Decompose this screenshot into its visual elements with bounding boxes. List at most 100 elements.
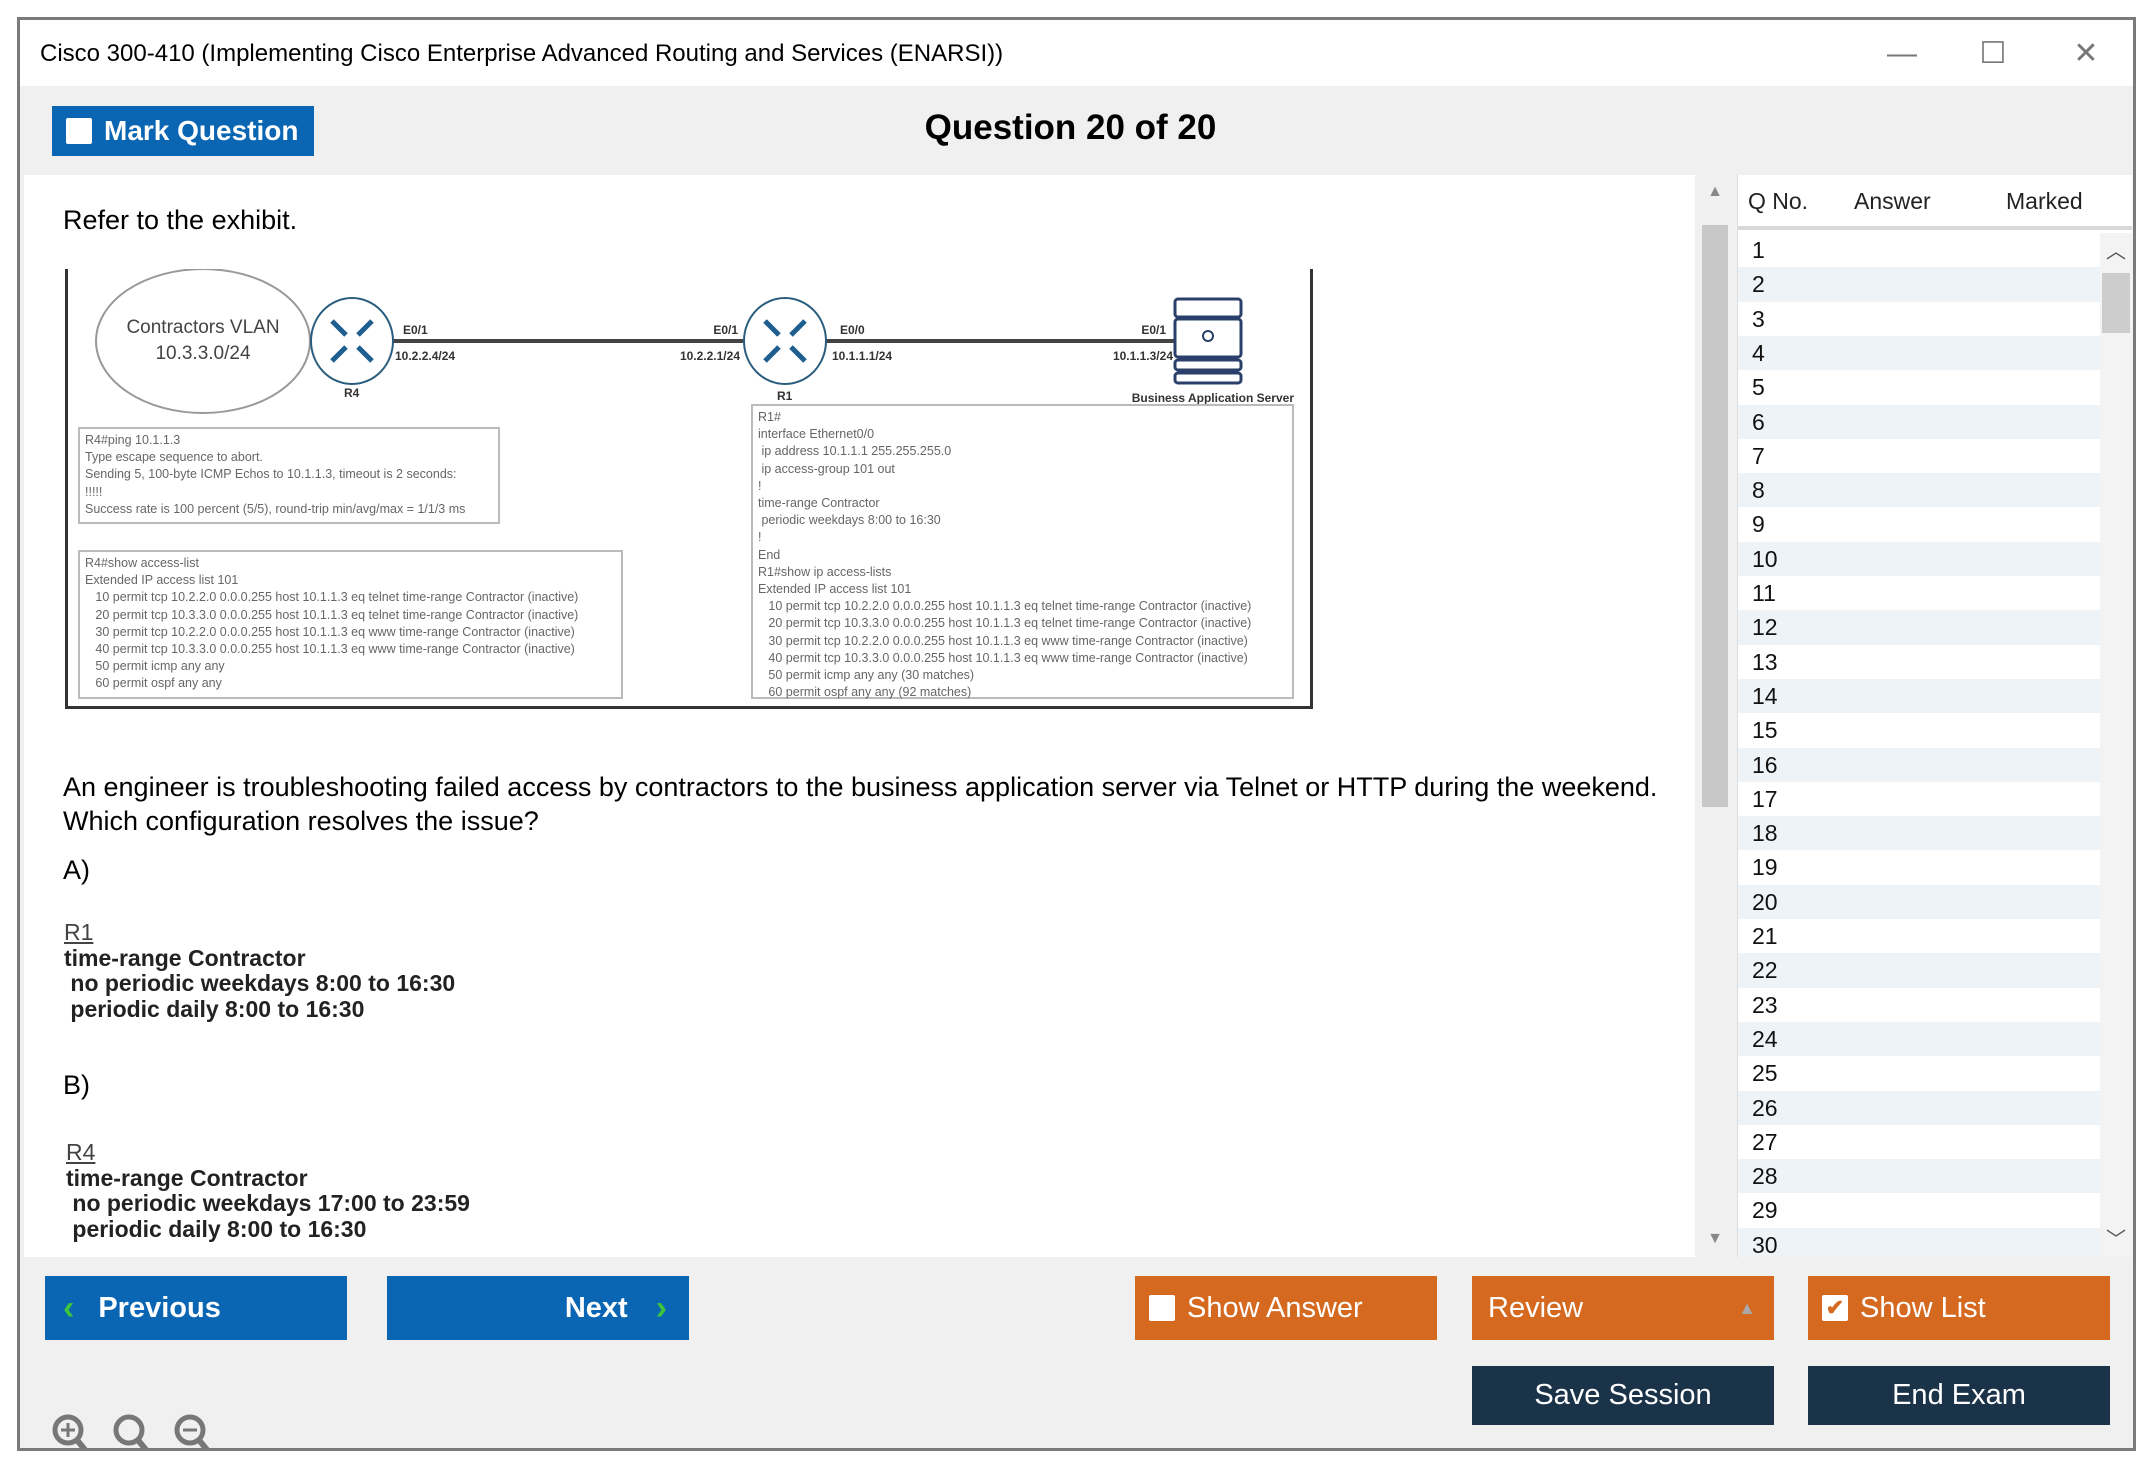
zoom-out-icon[interactable] (172, 1412, 216, 1451)
close-button[interactable]: ✕ (2073, 37, 2099, 70)
list-row[interactable]: 9 (1752, 511, 1765, 538)
list-row[interactable]: 8 (1738, 473, 2100, 508)
code-line: 40 permit tcp 10.3.3.0 0.0.0.255 host 10… (85, 642, 575, 657)
list-row[interactable]: 3 (1752, 305, 1765, 332)
col-marked[interactable]: Marked (2006, 188, 2083, 214)
code-line: 60 permit ospf any any (92 matches) (758, 685, 972, 700)
r4-label: R4 (344, 386, 360, 400)
list-row[interactable]: 5 (1752, 374, 1765, 401)
list-row[interactable]: 2 (1738, 267, 2100, 302)
chevron-down-icon[interactable]: ﹀ (2106, 1229, 2126, 1251)
list-row[interactable]: 15 (1752, 717, 1778, 744)
mark-question-button[interactable]: Mark Question (52, 106, 314, 156)
server-interface: E0/1 (1141, 323, 1166, 337)
list-row[interactable]: 27 (1752, 1128, 1778, 1155)
code-line: ip address 10.1.1.1 255.255.255.0 (758, 444, 952, 459)
app-window: Cisco 300-410 (Implementing Cisco Enterp… (17, 17, 2136, 1451)
mark-question-label: Mark Question (104, 115, 299, 146)
list-row[interactable]: 13 (1752, 648, 1778, 675)
list-scroll-thumb[interactable] (2102, 273, 2130, 333)
code-line: 30 permit tcp 10.2.2.0 0.0.0.255 host 10… (758, 633, 1248, 648)
code-line: ip access-group 101 out (758, 461, 895, 476)
code-line: 60 permit ospf any any (85, 676, 222, 691)
question-counter: Question 20 of 20 (924, 108, 1217, 147)
list-row[interactable]: 12 (1738, 610, 2100, 645)
r1-label: R1 (777, 389, 793, 403)
list-row[interactable]: 19 (1752, 854, 1778, 881)
chevron-up-icon[interactable]: ︿ (2106, 241, 2126, 263)
bottom-toolbar: ‹Previous Next› Show Answer Review▲ ✔Sho… (20, 1257, 2133, 1451)
list-header: Q No. Answer Marked (1738, 175, 2132, 230)
list-row[interactable]: 21 (1752, 923, 1778, 949)
r1-right-ip: 10.1.1.1/24 (832, 349, 893, 363)
maximize-button[interactable]: ☐ (1979, 37, 2007, 70)
content-scrollbar[interactable]: ▲ ▼ (1698, 175, 1732, 1257)
code-line: 50 permit icmp any any (30 matches) (758, 668, 975, 683)
code-line: 20 permit tcp 10.3.3.0 0.0.0.255 host 10… (85, 607, 579, 622)
code-line: Extended IP access list 101 (85, 573, 239, 588)
zoom-in-icon[interactable] (50, 1412, 94, 1451)
list-row[interactable]: 10 (1738, 541, 2100, 576)
next-button[interactable]: Next› (387, 1276, 689, 1340)
col-qno[interactable]: Q No. (1748, 188, 1809, 214)
code-line: 20 permit tcp 10.3.3.0 0.0.0.255 host 10… (758, 616, 1252, 631)
code-line: R1#show ip access-lists (758, 564, 892, 579)
list-row[interactable]: 20 (1738, 884, 2100, 919)
list-row[interactable]: 14 (1738, 678, 2100, 714)
router-icon (310, 297, 394, 385)
scroll-down-icon[interactable]: ▼ (1707, 1230, 1723, 1247)
list-row[interactable]: 30 (1738, 1227, 2100, 1262)
list-row[interactable]: 29 (1752, 1197, 1778, 1224)
code-line: Extended IP access list 101 (758, 582, 912, 597)
code-line: ! (758, 530, 762, 545)
show-answer-button[interactable]: Show Answer (1135, 1276, 1437, 1340)
save-session-button[interactable]: Save Session (1472, 1366, 1774, 1425)
r1-right-interface: E0/0 (840, 323, 865, 337)
list-row[interactable]: 4 (1738, 335, 2100, 371)
list-row[interactable]: 17 (1752, 785, 1778, 812)
option-b-letter: B) (63, 1070, 90, 1100)
r4-ip: 10.2.2.4/24 (395, 349, 456, 363)
minimize-button[interactable]: — (1887, 37, 1917, 70)
review-button[interactable]: Review▲ (1472, 1276, 1774, 1340)
list-row[interactable]: 6 (1738, 404, 2100, 439)
code-line: Type escape sequence to abort. (85, 450, 263, 465)
list-row[interactable]: 16 (1738, 747, 2100, 782)
list-row[interactable]: 26 (1738, 1090, 2100, 1125)
list-row[interactable]: 25 (1752, 1060, 1778, 1087)
code-line: !!!!! (85, 484, 103, 499)
list-row[interactable]: 1 (1752, 237, 1765, 263)
window-title: Cisco 300-410 (Implementing Cisco Enterp… (40, 40, 1004, 67)
zoom-reset-icon[interactable] (111, 1412, 155, 1451)
question-intro: Refer to the exhibit. (63, 205, 298, 235)
code-line: Sending 5, 100-byte ICMP Echos to 10.1.1… (85, 467, 457, 482)
list-row[interactable]: 23 (1752, 991, 1778, 1018)
option-b-device: R4 (66, 1139, 96, 1165)
checkbox-icon (66, 118, 92, 144)
scroll-thumb[interactable] (1702, 225, 1728, 807)
r1-left-ip: 10.2.2.1/24 (679, 349, 740, 363)
col-answer[interactable]: Answer (1854, 188, 1931, 214)
scroll-up-icon[interactable]: ▲ (1707, 183, 1723, 200)
list-scrollbar[interactable]: ︿ ﹀ (2100, 233, 2132, 1257)
list-row[interactable]: 7 (1752, 442, 1765, 469)
end-exam-button[interactable]: End Exam (1808, 1366, 2110, 1425)
list-row[interactable]: 22 (1738, 953, 2100, 988)
list-row[interactable]: 28 (1738, 1159, 2100, 1194)
option-a-device: R1 (64, 919, 94, 945)
list-row[interactable]: 18 (1738, 816, 2100, 851)
code-line: time-range Contractor (758, 496, 880, 511)
list-row[interactable]: 24 (1738, 1021, 2100, 1057)
previous-button[interactable]: ‹Previous (45, 1276, 347, 1340)
r1-config-output: R1#interface Ethernet0/0 ip address 10.1… (751, 404, 1294, 699)
list-row[interactable]: 11 (1752, 580, 1776, 606)
question-text: An engineer is troubleshooting failed ac… (63, 772, 1658, 836)
option-a-letter: A) (63, 855, 90, 885)
code-line: 40 permit tcp 10.3.3.0 0.0.0.255 host 10… (758, 650, 1248, 665)
show-list-button[interactable]: ✔Show List (1808, 1276, 2110, 1340)
server-icon (1173, 297, 1243, 385)
